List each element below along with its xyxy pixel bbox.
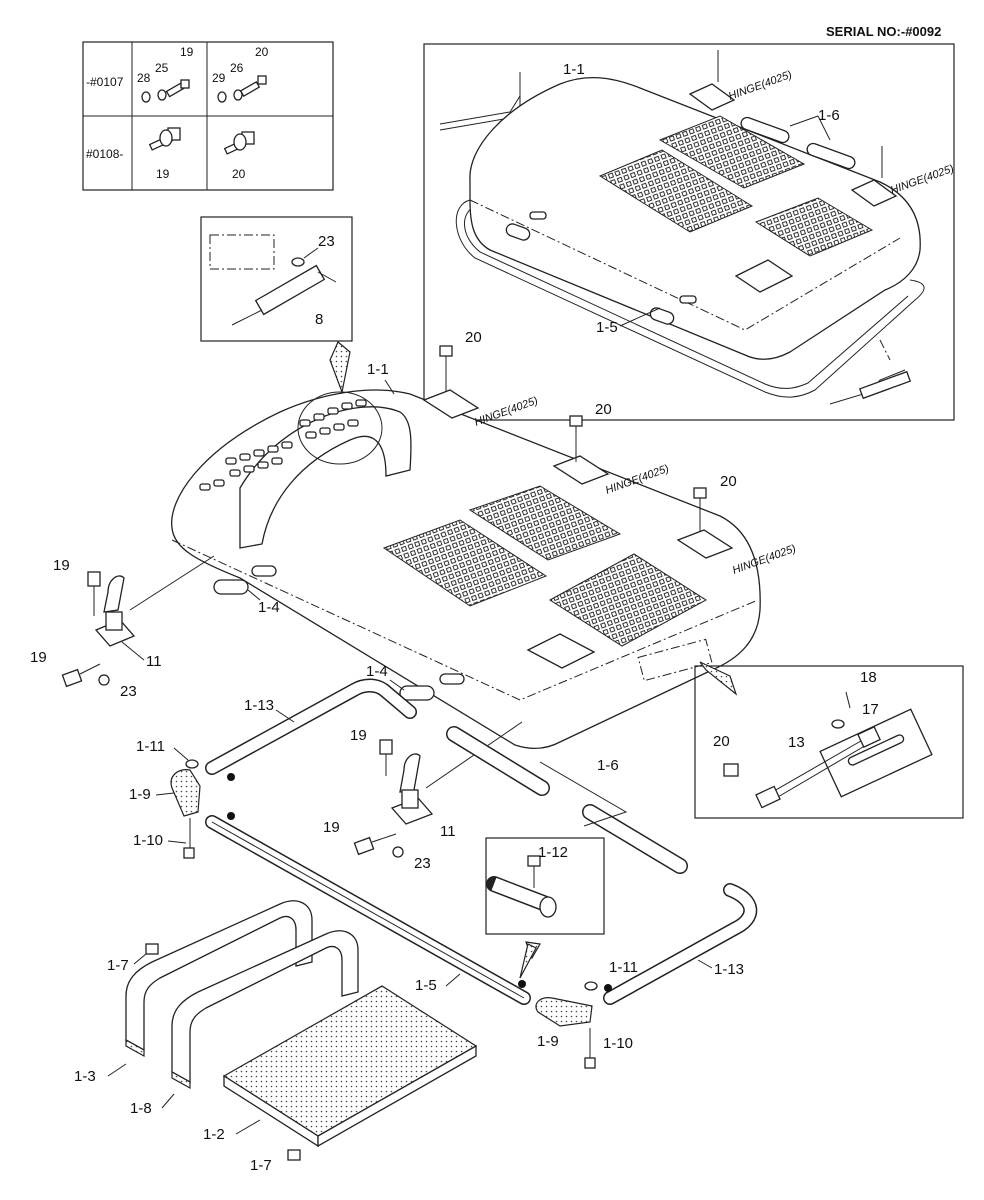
part-label: 1-11 [136,738,165,755]
inset-old-hood: 1-1 1-6 1-5 HINGE(4025) HINGE(4025) [423,43,956,421]
part-label: 1-1 [563,61,585,78]
bolt-washer-icon [141,79,190,103]
handle-bars [446,726,688,874]
seat-frames [125,900,359,1090]
table-row-label: -#0107 [86,75,124,89]
part-label: 1-11 [609,959,638,976]
part-label: 1-9 [537,1033,559,1050]
part-label: 20 [595,401,612,418]
part-number: 28 [137,71,151,85]
center-latch [353,721,523,858]
main-hood [171,345,761,750]
part-label: 19 [30,649,47,666]
part-label: 1-7 [250,1157,272,1174]
serial-number: SERIAL NO:-#0092 [826,24,942,39]
vent-slots [199,399,367,491]
hinge-label: HINGE(4025) [727,69,794,103]
part-label: 1-5 [415,977,437,994]
part-label: 20 [713,733,730,750]
part-label: 8 [315,311,323,328]
part-label: 1-9 [129,786,151,803]
part-number: 19 [180,45,194,59]
bolt-washer-icon [217,75,267,103]
left-latch [61,555,215,688]
part-label: 1-13 [714,961,744,978]
part-number: 29 [212,71,226,85]
part-label: 1-10 [603,1035,633,1052]
part-label: 1-1 [367,361,389,378]
part-label: 1-10 [133,832,163,849]
part-label: 17 [862,701,879,718]
seat-cushion [222,985,478,1161]
part-label: 1-6 [818,107,840,124]
part-label: 11 [440,823,456,840]
hinge-label: HINGE(4025) [889,163,956,197]
part-label: 18 [860,669,877,686]
pin-detail: 1-12 [485,837,605,935]
long-bar [205,812,531,1005]
handrail-upper [205,678,417,781]
part-label: 1-4 [366,663,388,680]
part-label: 1-4 [258,599,280,616]
zoom-circle [297,391,383,465]
hinge-label: HINGE(4025) [473,395,540,429]
part-label: 1-3 [74,1068,96,1085]
part-number: 19 [156,167,170,181]
part-label: 1-2 [203,1126,225,1143]
part-number: 20 [232,167,246,181]
flange-bolt-icon [148,127,181,151]
callout-arrow [329,341,351,395]
part-number: 25 [155,61,169,75]
part-label: 19 [53,557,70,574]
part-label: 1-6 [597,757,619,774]
part-label: 19 [350,727,367,744]
part-label: 1-7 [107,957,129,974]
part-number: 20 [255,45,269,59]
part-label: 23 [318,233,335,250]
part-label: 1-5 [596,319,618,336]
part-label: 19 [323,819,340,836]
handrail-lower [603,883,758,1005]
part-label: 23 [120,683,137,700]
flange-bolt-icon [223,131,255,155]
part-label: 20 [465,329,482,346]
part-label: 20 [720,473,737,490]
part-label: 1-12 [538,844,568,861]
serial-range-table: -#0107 #0108- 28 25 19 29 26 20 19 [82,41,334,191]
table-row-label: #0108- [86,147,123,161]
part-label: 1-8 [130,1100,152,1117]
part-number: 26 [230,61,244,75]
lock-detail: 18 17 20 13 [694,665,964,819]
part-label: 23 [414,855,431,872]
bracket-left [170,759,201,859]
bracket-right [535,981,598,1069]
part-label: 13 [788,734,805,751]
gas-strut-detail: 23 8 [200,216,353,342]
part-label: 1-13 [244,697,274,714]
part-label: 11 [146,653,162,670]
